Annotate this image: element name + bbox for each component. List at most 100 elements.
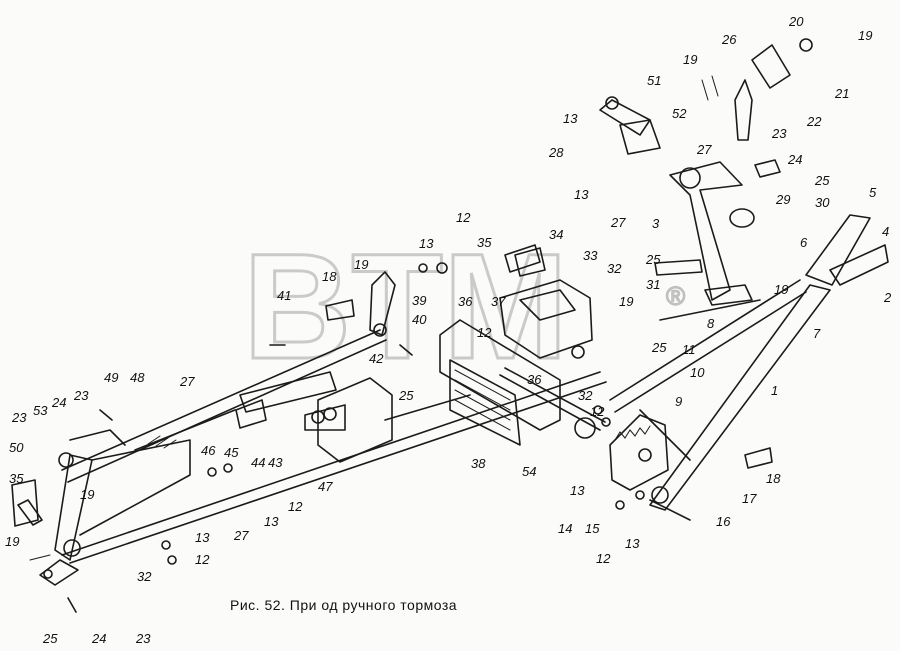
callout-23: 23 xyxy=(11,410,27,425)
callout-17: 17 xyxy=(742,491,757,506)
arm-39-40 xyxy=(369,271,396,337)
callout-39: 39 xyxy=(412,293,426,308)
callout-27: 27 xyxy=(610,215,626,230)
callout-28: 28 xyxy=(548,145,564,160)
callout-12: 12 xyxy=(195,552,210,567)
callout-3: 3 xyxy=(652,216,660,231)
callout-13: 13 xyxy=(574,187,589,202)
callout-5: 5 xyxy=(869,185,877,200)
callout-53: 53 xyxy=(33,403,48,418)
callout-9: 9 xyxy=(675,394,682,409)
callout-15: 15 xyxy=(585,521,600,536)
callout-10: 10 xyxy=(690,365,705,380)
callout-20: 20 xyxy=(788,14,804,29)
mid-bracket xyxy=(304,377,393,463)
callout-36: 36 xyxy=(458,294,473,309)
callout-14: 14 xyxy=(558,521,572,536)
callout-24: 24 xyxy=(787,152,802,167)
upper-bracket xyxy=(499,244,593,359)
callout-7: 7 xyxy=(813,326,821,341)
callout-36: 36 xyxy=(527,372,542,387)
figure-caption: Рис. 52. При од ручного тормоза xyxy=(230,597,457,613)
callout-16: 16 xyxy=(716,514,731,529)
callout-12: 12 xyxy=(596,551,611,566)
callout-44: 44 xyxy=(251,455,265,470)
callout-19: 19 xyxy=(858,28,872,43)
lever-arm-3 xyxy=(669,161,755,306)
callout-8: 8 xyxy=(707,316,715,331)
callout-19: 19 xyxy=(80,487,94,502)
callout-19: 19 xyxy=(774,282,788,297)
callout-18: 18 xyxy=(766,471,781,486)
callout-49: 49 xyxy=(104,370,118,385)
callout-29: 29 xyxy=(775,192,790,207)
callout-32: 32 xyxy=(607,261,622,276)
callout-25: 25 xyxy=(814,173,830,188)
callout-22: 22 xyxy=(806,114,822,129)
callout-27: 27 xyxy=(696,142,712,157)
callout-31: 31 xyxy=(646,277,660,292)
center-housing xyxy=(439,319,606,446)
callout-25: 25 xyxy=(42,631,58,646)
callout-13: 13 xyxy=(419,236,434,251)
callout-13: 13 xyxy=(264,514,279,529)
callout-51: 51 xyxy=(647,73,661,88)
callout-12: 12 xyxy=(288,499,303,514)
callout-45: 45 xyxy=(224,445,239,460)
callout-25: 25 xyxy=(398,388,414,403)
callout-23: 23 xyxy=(135,631,151,646)
callout-25: 25 xyxy=(645,252,661,267)
callout-38: 38 xyxy=(471,456,486,471)
top-right-parts xyxy=(599,38,813,178)
callout-13: 13 xyxy=(570,483,585,498)
callout-32: 32 xyxy=(578,388,593,403)
callout-50: 50 xyxy=(9,440,24,455)
callout-30: 30 xyxy=(815,195,830,210)
callout-13: 13 xyxy=(625,536,640,551)
callout-19: 19 xyxy=(5,534,19,549)
callout-23: 23 xyxy=(73,388,89,403)
callout-18: 18 xyxy=(322,269,337,284)
callout-24: 24 xyxy=(91,631,106,646)
callout-41: 41 xyxy=(277,288,291,303)
callout-12: 12 xyxy=(456,210,471,225)
callout-26: 26 xyxy=(721,32,737,47)
fasteners xyxy=(11,247,773,613)
callout-32: 32 xyxy=(137,569,152,584)
hand-lever xyxy=(609,214,889,521)
callout-34: 34 xyxy=(549,227,563,242)
callout-11: 11 xyxy=(682,342,696,357)
callout-23: 23 xyxy=(771,126,787,141)
callout-46: 46 xyxy=(201,443,216,458)
callout-13: 13 xyxy=(563,111,578,126)
callout-35: 35 xyxy=(477,235,492,250)
callout-47: 47 xyxy=(318,479,333,494)
callout-4: 4 xyxy=(882,224,889,239)
spring-assembly xyxy=(147,371,337,449)
callout-24: 24 xyxy=(51,395,66,410)
callout-43: 43 xyxy=(268,455,283,470)
callout-42: 42 xyxy=(369,351,384,366)
callout-54: 54 xyxy=(522,464,536,479)
watermark-reg-mark: ® xyxy=(666,281,685,311)
callout-12: 12 xyxy=(477,325,492,340)
callout-52: 52 xyxy=(672,106,687,121)
callout-21: 21 xyxy=(834,86,849,101)
callout-35: 35 xyxy=(9,471,24,486)
callout-40: 40 xyxy=(412,312,427,327)
callout-2: 2 xyxy=(883,290,892,305)
callout-6: 6 xyxy=(800,235,808,250)
callout-19: 19 xyxy=(619,294,633,309)
callout-19: 19 xyxy=(683,52,697,67)
callout-33: 33 xyxy=(583,248,598,263)
callout-48: 48 xyxy=(130,370,145,385)
callout-27: 27 xyxy=(233,528,249,543)
callout-1: 1 xyxy=(771,383,778,398)
callout-13: 13 xyxy=(195,530,210,545)
ratchet-sector xyxy=(609,414,669,491)
callout-37: 37 xyxy=(491,294,506,309)
left-lever-frame xyxy=(17,429,191,586)
